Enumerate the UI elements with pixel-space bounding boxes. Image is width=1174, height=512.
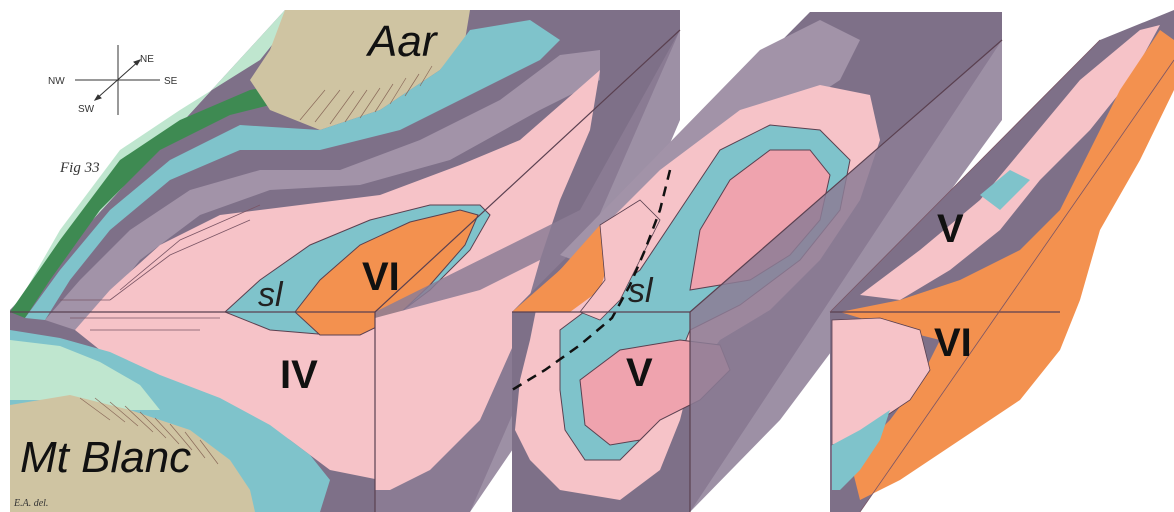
block-1-sl-label: sl (258, 276, 284, 314)
block-1-nappe-vi-label: VI (362, 255, 400, 299)
massif-label-mt-blanc: Mt Blanc (20, 433, 191, 482)
figure-label: Fig 33 (59, 160, 100, 176)
massif-label-aar: Aar (365, 17, 439, 66)
compass-se: SE (164, 76, 178, 87)
block-1-nappe-iv-label: IV (280, 353, 318, 397)
compass-ne: NE (140, 54, 154, 65)
block-2-nappe-v-label: V (626, 351, 653, 395)
compass-nw: NW (48, 76, 65, 87)
block-2-sl-label: sl (628, 272, 654, 310)
credit-label: E.A. del. (13, 498, 48, 509)
compass-sw: SW (78, 104, 95, 115)
block-3-nappe-v-label: V (937, 207, 964, 251)
block-3-nappe-vi-label: VI (934, 321, 972, 365)
